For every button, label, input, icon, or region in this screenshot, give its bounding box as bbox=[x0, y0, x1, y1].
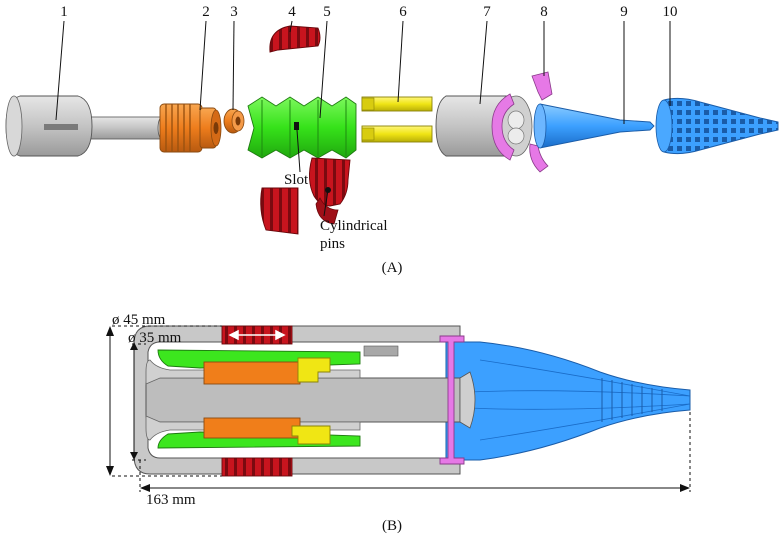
part-number-8: 8 bbox=[540, 4, 548, 20]
caption-a: (A) bbox=[382, 260, 403, 276]
part-number-2: 2 bbox=[202, 4, 210, 20]
part-number-4: 4 bbox=[288, 4, 296, 20]
part-leaders bbox=[55, 20, 671, 217]
nozzle-section bbox=[445, 341, 691, 461]
exploded-view: 1 2 3 4 5 6 7 8 9 10 Slot Cylindrical pi… bbox=[5, 4, 779, 276]
part-2-gear bbox=[159, 103, 222, 153]
section-view: ø 45 mm ø 35 mm 163 mm (B) bbox=[106, 312, 691, 534]
part-number-7: 7 bbox=[483, 4, 491, 20]
housing-outer-section bbox=[133, 325, 461, 475]
ring-section bbox=[439, 335, 465, 465]
slide-arrow bbox=[228, 329, 286, 341]
part-3-ring bbox=[223, 108, 245, 134]
dimension-lines bbox=[109, 325, 691, 492]
inner-diameter-label: ø 35 mm bbox=[128, 330, 182, 346]
part-number-9: 9 bbox=[620, 4, 628, 20]
part-5-sleeve bbox=[247, 96, 357, 159]
part-number-labels: 1 2 3 4 5 6 7 8 9 10 bbox=[60, 4, 677, 20]
pins-label-line1: Cylindrical bbox=[320, 218, 388, 234]
part-9-cone bbox=[533, 103, 655, 149]
slot-label: Slot bbox=[284, 172, 309, 188]
part-number-3: 3 bbox=[230, 4, 238, 20]
length-label: 163 mm bbox=[146, 492, 196, 508]
outer-diameter-label: ø 45 mm bbox=[112, 312, 166, 328]
part-10-mesh-cone bbox=[655, 97, 779, 155]
caption-b: (B) bbox=[382, 518, 402, 534]
part-number-1: 1 bbox=[60, 4, 68, 20]
part-4-lower-clips bbox=[260, 157, 351, 235]
part-1-holder bbox=[5, 95, 167, 157]
part-6-rails bbox=[361, 96, 433, 143]
part-4-upper-clip bbox=[269, 25, 321, 53]
part-7-housing bbox=[435, 93, 533, 161]
clip-bottom-section bbox=[221, 457, 293, 477]
part-number-6: 6 bbox=[399, 4, 407, 20]
part-number-5: 5 bbox=[323, 4, 331, 20]
slot-mark bbox=[294, 122, 299, 130]
pins-label-line2: pins bbox=[320, 236, 345, 252]
core-section bbox=[145, 377, 461, 423]
part-number-10: 10 bbox=[663, 4, 678, 20]
